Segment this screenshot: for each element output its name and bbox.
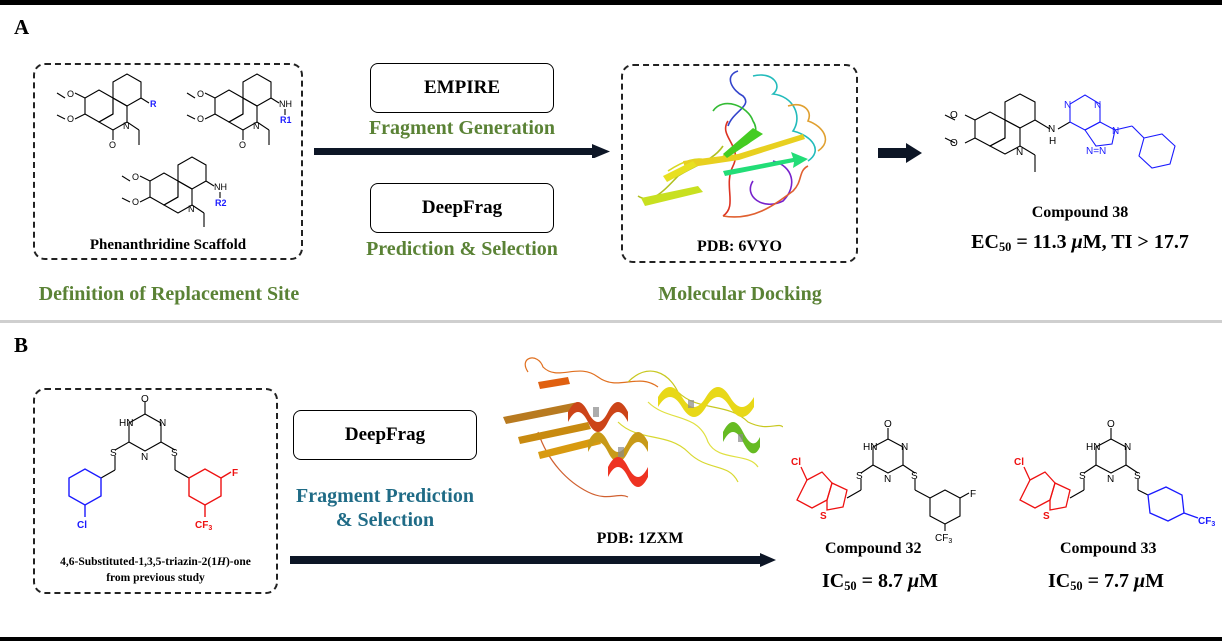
panel-divider bbox=[0, 320, 1222, 323]
svg-text:S: S bbox=[820, 511, 827, 522]
svg-text:N: N bbox=[901, 442, 908, 453]
svg-text:N=N: N=N bbox=[1086, 146, 1106, 157]
compound-32-structure: O HN N N S S F CF3 Cl S bbox=[791, 419, 976, 545]
compound-32-label: Compound 32 bbox=[825, 540, 922, 557]
definition-label: Definition of Replacement Site bbox=[38, 283, 300, 305]
molecular-docking-label: Molecular Docking bbox=[658, 283, 822, 305]
svg-text:HN: HN bbox=[1086, 442, 1100, 453]
svg-text:N: N bbox=[884, 474, 891, 485]
process-arrow-b bbox=[290, 553, 776, 567]
atom-o: O bbox=[109, 140, 116, 150]
svg-text:N: N bbox=[141, 452, 148, 463]
svg-text:O: O bbox=[141, 394, 149, 405]
structure-nh-r2 bbox=[121, 156, 221, 227]
svg-text:O: O bbox=[132, 172, 139, 182]
svg-text:N: N bbox=[1048, 124, 1055, 135]
svg-text:R1: R1 bbox=[280, 115, 292, 125]
svg-text:O: O bbox=[197, 114, 204, 124]
protein-6vyo-box: PDB: 6VYO bbox=[621, 64, 858, 263]
r-label: R bbox=[150, 99, 157, 109]
svg-text:S: S bbox=[856, 471, 863, 482]
prediction-selection-label: Prediction & Selection bbox=[366, 238, 558, 260]
svg-text:O: O bbox=[239, 140, 246, 150]
atom-n: N bbox=[123, 121, 130, 131]
svg-text:O: O bbox=[132, 197, 139, 207]
fragment-prediction-line2: & Selection bbox=[335, 509, 435, 531]
svg-text:S: S bbox=[171, 448, 178, 459]
svg-text:S: S bbox=[1134, 471, 1141, 482]
fragment-prediction-label: Fragment Prediction & Selection bbox=[280, 484, 490, 532]
svg-text:HN: HN bbox=[119, 418, 133, 429]
protein-1zxm-caption: PDB: 1ZXM bbox=[596, 530, 684, 547]
svg-text:CF3: CF3 bbox=[195, 520, 212, 532]
svg-text:O: O bbox=[197, 89, 204, 99]
svg-text:HN: HN bbox=[863, 442, 877, 453]
scaffold-caption: Phenanthridine Scaffold bbox=[89, 237, 247, 253]
panel-a-letter: A bbox=[14, 15, 30, 39]
svg-text:O: O bbox=[950, 138, 958, 149]
fragment-generation-label: Fragment Generation bbox=[368, 117, 556, 139]
svg-text:N: N bbox=[159, 418, 166, 429]
svg-text:O: O bbox=[884, 419, 892, 430]
compound-38-label: Compound 38 bbox=[1031, 204, 1129, 221]
svg-text:S: S bbox=[911, 471, 918, 482]
empire-tool-box: EMPIRE bbox=[370, 63, 554, 113]
svg-text:CF3: CF3 bbox=[1198, 516, 1215, 528]
compound-33-label: Compound 33 bbox=[1060, 540, 1157, 557]
protein-6vyo-ribbon bbox=[637, 70, 827, 218]
triazinone-scaffold-box: O HN N N S S Cl F CF3 4,6-Substituted-1,3,5-… bbox=[33, 388, 278, 594]
svg-text:N: N bbox=[1112, 126, 1119, 137]
svg-text:S: S bbox=[110, 448, 117, 459]
triazinone-caption-line2: from previous study bbox=[106, 572, 205, 584]
svg-text:NH: NH bbox=[279, 99, 292, 109]
svg-text:N: N bbox=[1124, 442, 1131, 453]
process-arrow-a bbox=[314, 144, 610, 159]
svg-text:H: H bbox=[1049, 136, 1056, 147]
compound-32-activity: IC50 = 8.7 μM bbox=[822, 570, 939, 594]
result-arrow bbox=[878, 143, 922, 163]
svg-text:CF3: CF3 bbox=[935, 533, 952, 545]
svg-text:O: O bbox=[950, 110, 958, 121]
svg-text:NH: NH bbox=[214, 182, 227, 192]
svg-text:N: N bbox=[1064, 100, 1071, 111]
protein-1zxm-ribbon bbox=[503, 357, 783, 498]
triazinone-structure: O HN N N S S Cl F CF3 bbox=[68, 394, 238, 532]
atom-o: O bbox=[67, 89, 74, 99]
protein-6vyo-caption: PDB: 6VYO bbox=[697, 238, 782, 255]
svg-text:Cl: Cl bbox=[1014, 457, 1024, 468]
svg-text:F: F bbox=[232, 468, 238, 479]
svg-text:N: N bbox=[1094, 100, 1101, 111]
top-rule bbox=[0, 0, 1222, 5]
deepfrag-tool-box-b: DeepFrag bbox=[293, 410, 477, 460]
atom-o: O bbox=[67, 114, 74, 124]
bottom-rule bbox=[0, 637, 1222, 641]
compound-33-structure: O HN N N S S CF3 Cl S bbox=[1014, 419, 1215, 528]
compound-38-activity: EC50 = 11.3 μM, TI > 17.7 bbox=[971, 231, 1189, 255]
svg-text:N: N bbox=[253, 121, 260, 131]
svg-text:O: O bbox=[1107, 419, 1115, 430]
svg-text:S: S bbox=[1043, 511, 1050, 522]
structure-r bbox=[56, 73, 150, 145]
panel-b-letter: B bbox=[14, 333, 29, 357]
triazinone-caption-line1: 4,6-Substituted-1,3,5-triazin-2(1H)-one bbox=[60, 556, 251, 568]
structure-nh-r1 bbox=[186, 73, 286, 145]
svg-text:N: N bbox=[1016, 147, 1023, 158]
deepfrag-tool-box-a: DeepFrag bbox=[370, 183, 554, 233]
svg-text:N: N bbox=[1107, 474, 1114, 485]
compound-33-activity: IC50 = 7.7 μM bbox=[1048, 570, 1165, 594]
fragment-prediction-line1: Fragment Prediction bbox=[296, 485, 474, 507]
scaffold-structures: O O N O R OO NO NH R1 OO N NH R2 bbox=[56, 73, 292, 227]
svg-text:R2: R2 bbox=[215, 198, 227, 208]
svg-text:N: N bbox=[188, 204, 195, 214]
svg-text:S: S bbox=[1079, 471, 1086, 482]
svg-text:Cl: Cl bbox=[77, 520, 87, 531]
svg-text:Cl: Cl bbox=[791, 457, 801, 468]
svg-text:F: F bbox=[970, 489, 976, 500]
